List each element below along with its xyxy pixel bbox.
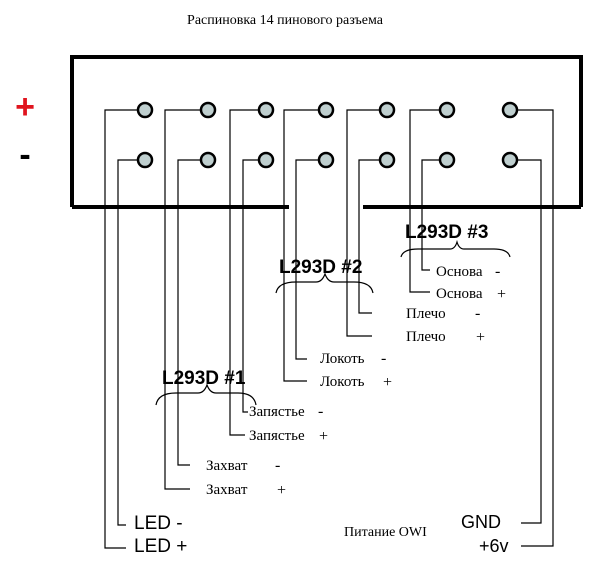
pin-minus-7 bbox=[501, 151, 519, 169]
pin-group bbox=[136, 101, 519, 169]
pin-plus-7 bbox=[501, 101, 519, 119]
pin-minus-5 bbox=[378, 151, 396, 169]
zakhvat-plus-label: Захват bbox=[206, 482, 248, 498]
wire-osnova-minus bbox=[421, 159, 439, 271]
lokot-plus-sign: + bbox=[383, 374, 392, 391]
pin-minus-2 bbox=[199, 151, 217, 169]
chip2-label: L293D #2 bbox=[279, 257, 362, 278]
pin-minus-3 bbox=[257, 151, 275, 169]
wire-led-plus bbox=[104, 109, 137, 549]
osnova-minus-sign: - bbox=[495, 263, 500, 280]
plecho-plus-sign: + bbox=[476, 329, 485, 346]
plecho-minus-label: Плечо bbox=[406, 306, 446, 322]
osnova-plus-sign: + bbox=[497, 286, 506, 303]
plus6v-label: +6v bbox=[479, 536, 509, 556]
zakhvat-minus-label: Захват bbox=[206, 458, 248, 474]
wire-led-minus bbox=[117, 159, 137, 526]
chip3-brace bbox=[400, 239, 511, 258]
led-minus-label: LED - bbox=[134, 513, 183, 534]
chip3-label: L293D #3 bbox=[405, 222, 488, 243]
pin-plus-2 bbox=[199, 101, 217, 119]
plecho-plus-label: Плечо bbox=[406, 329, 446, 345]
led-plus-label: LED + bbox=[134, 536, 187, 557]
wire-zapyastye-plus bbox=[229, 109, 258, 436]
zapyastye-minus-label: Запястье bbox=[249, 404, 305, 420]
osnova-minus-label: Основа bbox=[436, 264, 483, 280]
pin-plus-6 bbox=[438, 101, 456, 119]
gnd-label: GND bbox=[461, 512, 501, 532]
plus-row-marker: + bbox=[15, 88, 35, 126]
pin-minus-4 bbox=[317, 151, 335, 169]
pin-plus-3 bbox=[257, 101, 275, 119]
wire-plus6v bbox=[518, 109, 554, 547]
pin-plus-5 bbox=[378, 101, 396, 119]
wire-zakhvat-plus bbox=[164, 109, 200, 490]
lokot-plus-label: Локоть bbox=[320, 374, 365, 390]
connector-body bbox=[70, 55, 583, 207]
plecho-minus-sign: - bbox=[475, 305, 480, 322]
wire-gnd bbox=[518, 159, 542, 524]
zakhvat-minus-sign: - bbox=[275, 457, 280, 474]
pin-plus-4 bbox=[317, 101, 335, 119]
pin-plus-1 bbox=[136, 101, 154, 119]
wire-zapyastye-minus bbox=[242, 159, 258, 413]
zakhvat-plus-sign: + bbox=[277, 482, 286, 499]
zapyastye-minus-sign: - bbox=[318, 403, 323, 420]
chip1-brace bbox=[155, 383, 257, 406]
chip2-brace bbox=[275, 272, 374, 294]
wire-lokot-plus bbox=[283, 109, 318, 382]
wire-group bbox=[104, 109, 554, 549]
zapyastye-plus-label: Запястье bbox=[249, 428, 305, 444]
wire-lokot-minus bbox=[295, 159, 318, 360]
osnova-plus-label: Основа bbox=[436, 286, 483, 302]
wire-osnova-plus bbox=[409, 109, 439, 293]
diagram-title: Распиновка 14 пинового разъема bbox=[187, 13, 384, 28]
chip1-label: L293D #1 bbox=[162, 368, 246, 389]
lokot-minus-sign: - bbox=[381, 350, 386, 367]
wire-zakhvat-minus bbox=[177, 159, 200, 466]
lokot-minus-label: Локоть bbox=[320, 351, 365, 367]
zapyastye-plus-sign: + bbox=[319, 428, 328, 445]
power-owi-label: Питание OWI bbox=[344, 525, 427, 540]
wire-plecho-minus bbox=[358, 159, 379, 314]
minus-row-marker: - bbox=[19, 136, 30, 174]
wire-plecho-plus bbox=[346, 109, 379, 337]
pin-minus-6 bbox=[438, 151, 456, 169]
pin-minus-1 bbox=[136, 151, 154, 169]
